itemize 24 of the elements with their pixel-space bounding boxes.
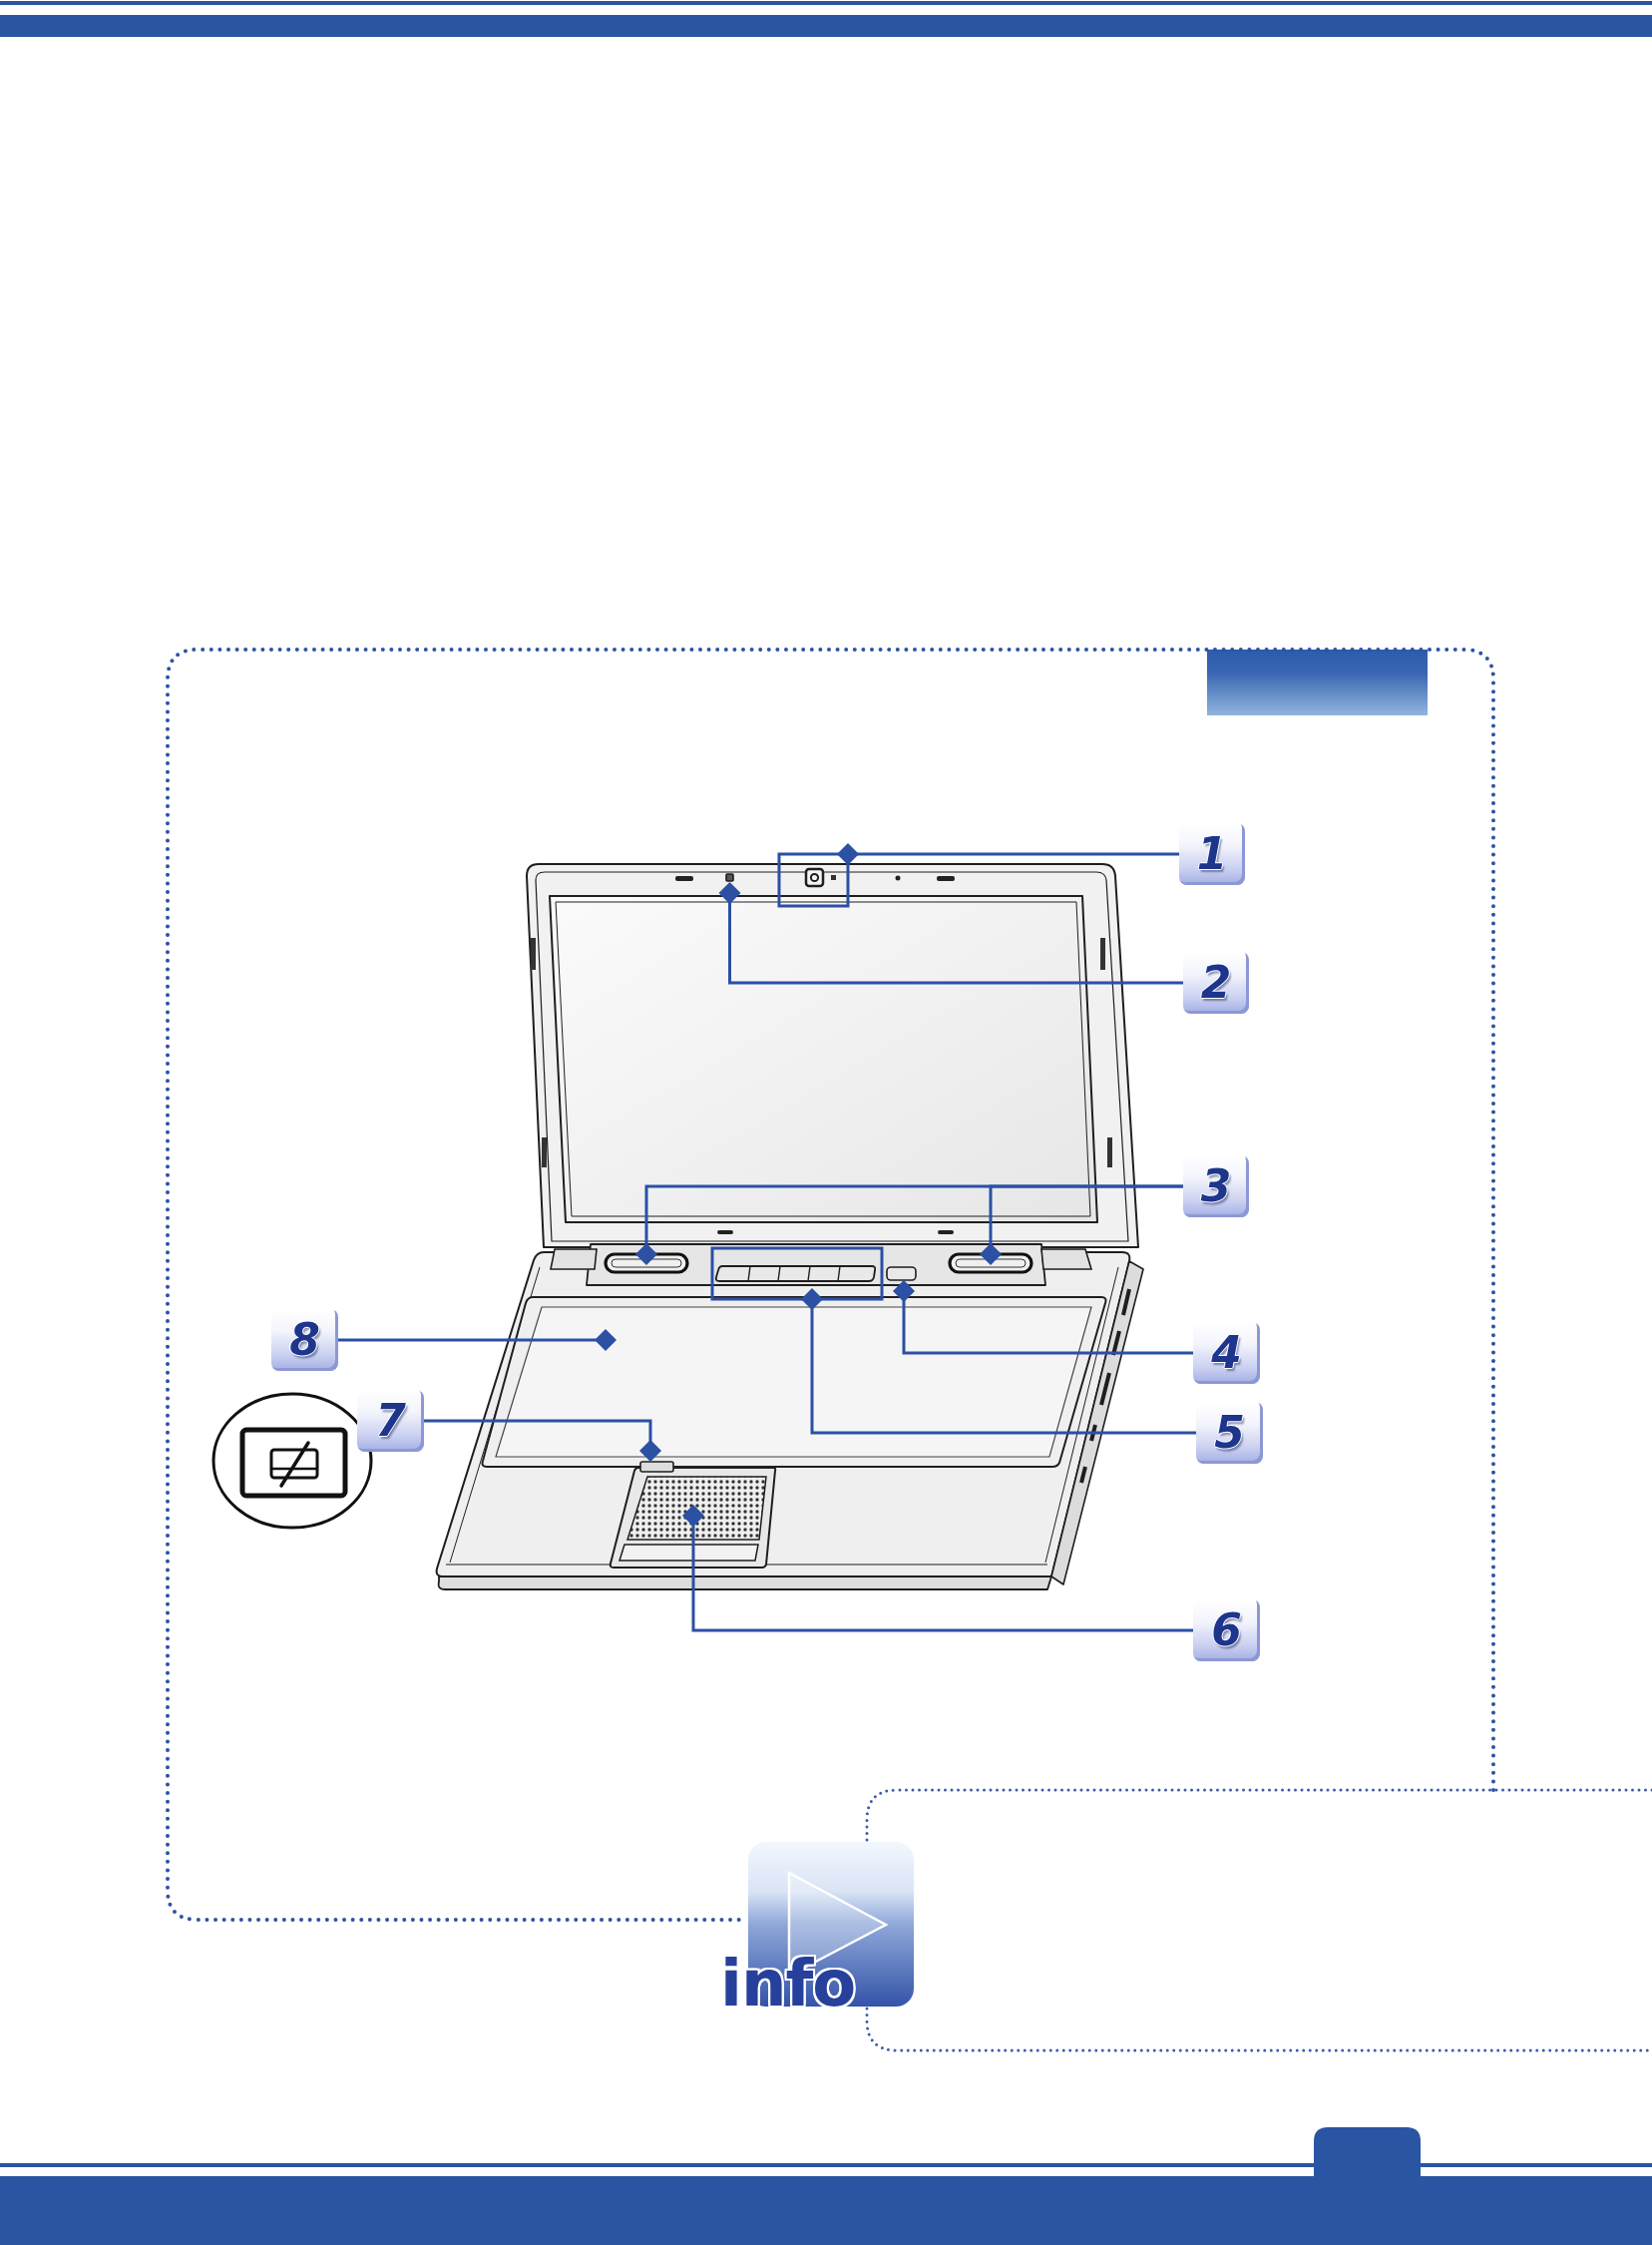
title-tab (1207, 650, 1428, 715)
button-strip (710, 1246, 884, 1301)
callout-number: 2 (1183, 952, 1249, 1014)
leader-line (801, 1288, 1196, 1435)
leader-line (837, 843, 1179, 865)
hinge-button (886, 1266, 917, 1281)
callout-number: 8 (271, 1309, 338, 1371)
leader-line (338, 1329, 617, 1351)
callout-number: 1 (1179, 823, 1245, 885)
leader-line (424, 1419, 661, 1462)
palmrest-button (639, 1461, 674, 1473)
leader-line (893, 1280, 1193, 1355)
callout-number: 6 (1193, 1599, 1260, 1661)
callout-number: 7 (357, 1390, 424, 1452)
leader-line (718, 882, 1183, 985)
keyboard-area (481, 1296, 1107, 1468)
speaker-grille (604, 1252, 689, 1274)
leader-line (682, 1505, 1193, 1632)
callout-number: 4 (1193, 1322, 1260, 1384)
callout-number: 3 (1183, 1155, 1249, 1217)
leader-line (980, 1184, 1183, 1265)
speaker-grille (948, 1252, 1033, 1274)
webcam (777, 852, 850, 908)
callout-number: 5 (1196, 1402, 1263, 1464)
